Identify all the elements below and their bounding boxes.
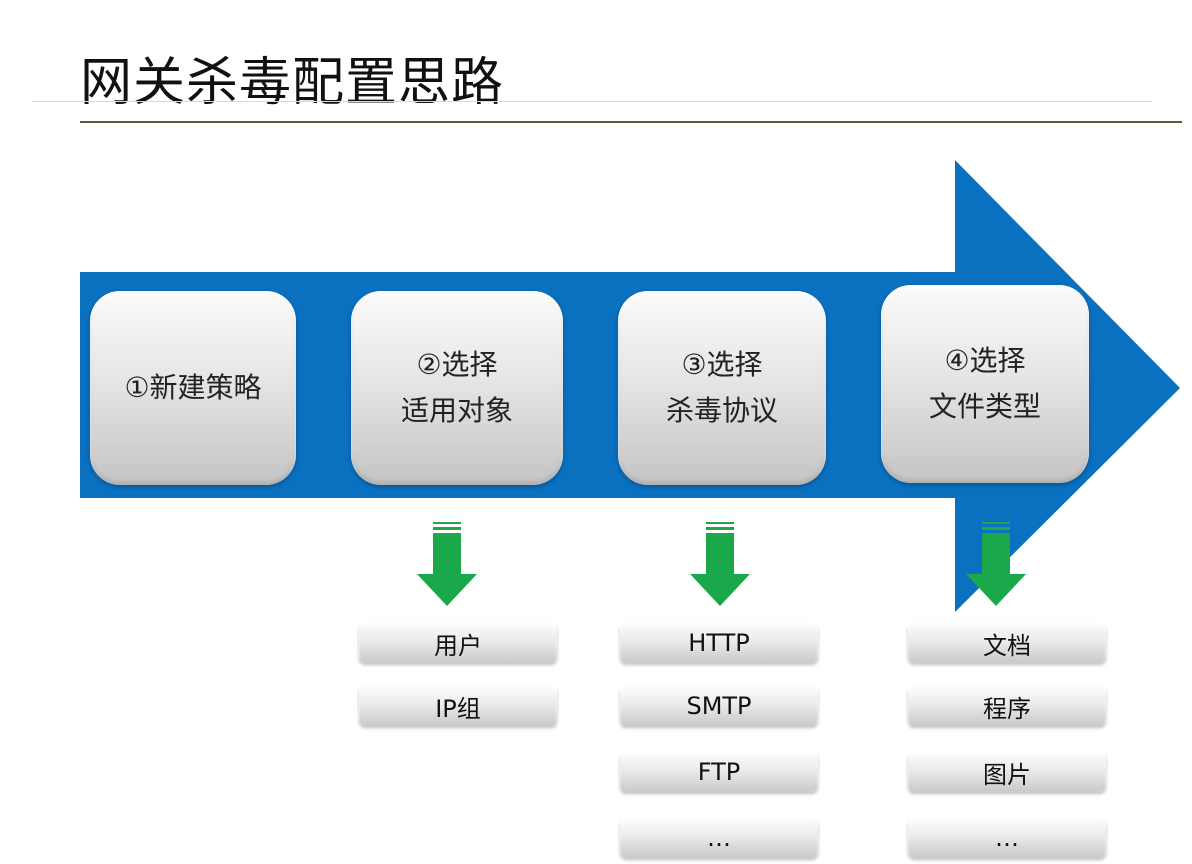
protocol-item-http: HTTP <box>620 623 818 663</box>
step-4-line2: 文件类型 <box>928 390 1041 423</box>
slide-title: 网关杀毒配置思路 <box>80 53 505 113</box>
step-2-line2: 适用对象 <box>400 394 513 427</box>
file-type-item-document: 文档 <box>908 623 1106 663</box>
step-1-label: ①新建策略 <box>124 371 262 404</box>
file-type-item-more: … <box>908 818 1106 858</box>
down-arrow-icon <box>417 522 477 606</box>
object-item-user: 用户 <box>359 623 557 663</box>
object-item-ip-group: IP组 <box>359 686 557 726</box>
step-4-line1: ④选择 <box>944 344 1026 377</box>
step-select-file-type: ④选择 文件类型 <box>881 285 1089 483</box>
protocol-item-smtp: SMTP <box>620 686 818 726</box>
protocol-item-more: … <box>620 818 818 858</box>
step-new-policy: ①新建策略 <box>90 291 296 485</box>
file-type-item-image: 图片 <box>908 752 1106 792</box>
file-type-item-program: 程序 <box>908 686 1106 726</box>
down-arrow-icon <box>690 522 750 606</box>
step-select-protocol: ③选择 杀毒协议 <box>618 291 826 485</box>
step-select-object: ②选择 适用对象 <box>351 291 563 485</box>
step-3-line1: ③选择 <box>681 348 763 381</box>
protocol-item-ftp: FTP <box>620 752 818 792</box>
title-divider-dark <box>80 121 1182 123</box>
down-arrow-icon <box>966 522 1026 606</box>
step-2-line1: ②选择 <box>416 348 498 381</box>
title-divider-light <box>32 101 1152 102</box>
step-3-line2: 杀毒协议 <box>665 394 778 427</box>
